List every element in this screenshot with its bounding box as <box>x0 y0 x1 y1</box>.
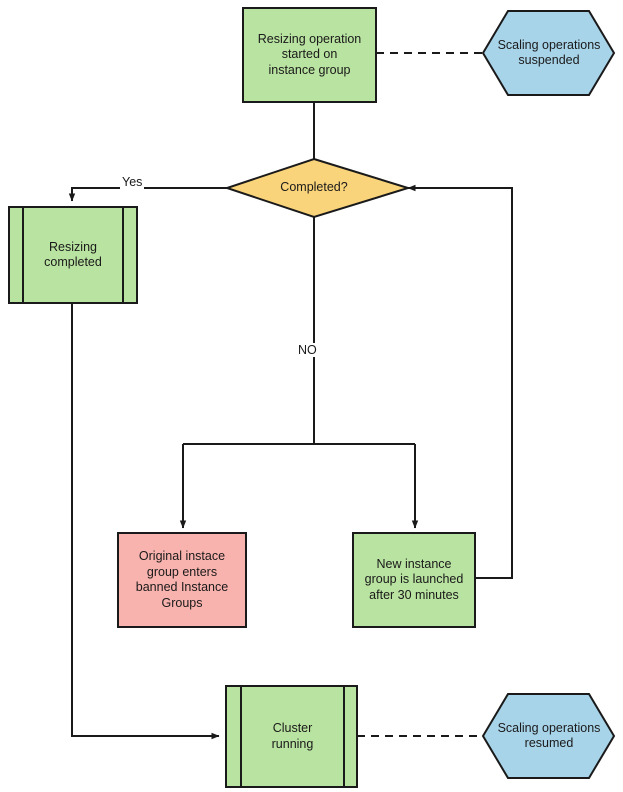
edge-resizing-completed-to-cluster-running <box>71 303 220 740</box>
node-original-group-banned[interactable] <box>117 532 247 628</box>
edge-new-group-launched-to-completed <box>407 184 513 579</box>
edge-label-yes: Yes <box>120 175 145 189</box>
edge-label-no: NO <box>296 343 319 357</box>
node-scaling-resumed[interactable] <box>481 693 616 779</box>
node-new-group-launched[interactable] <box>352 532 476 628</box>
node-resizing-started[interactable] <box>242 7 377 103</box>
node-scaling-suspended[interactable] <box>481 10 616 96</box>
node-resizing-completed[interactable] <box>8 206 138 304</box>
node-cluster-running[interactable] <box>225 685 358 788</box>
node-completed-decision[interactable] <box>223 157 412 219</box>
edge-completed-yes-to-resizing-completed <box>68 187 227 202</box>
